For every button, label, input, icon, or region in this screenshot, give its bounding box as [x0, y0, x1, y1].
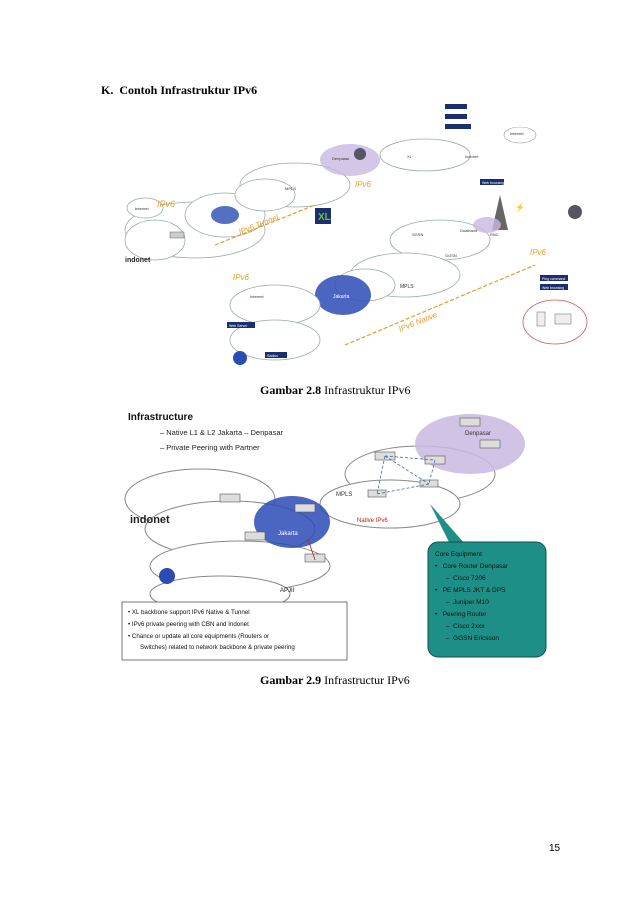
note-1: • XL backbone support IPv6 Native & Tunn…	[128, 609, 250, 616]
figure-indonet-infrastructure-diagram: Infrastructure – Native L1 & L2 Jakarta …	[121, 412, 547, 661]
ggsn-label: GGSN	[445, 253, 457, 258]
internet-right-label: Internet	[250, 294, 264, 299]
core-line-4: – Juniper M10	[435, 599, 489, 606]
denpasar-top-label: Denpasar	[332, 156, 350, 161]
rnc-label: RNC	[490, 232, 499, 237]
ping-command-label: Ping command	[542, 277, 565, 281]
jakarta-label: Jakarta	[333, 294, 350, 300]
infra-bullet-1: – Native L1 & L2 Jakarta – Denpasar	[160, 428, 284, 437]
web-browsing-box	[540, 284, 568, 290]
section-number: K.	[101, 83, 114, 97]
radius-box	[265, 352, 287, 358]
ipv6-right-label: IPv6	[530, 248, 547, 257]
core-line-6: – Cisco 2xxx	[435, 623, 485, 630]
indonet-brand: indonet	[125, 257, 151, 264]
sgsn-label: SGSN	[412, 232, 423, 237]
note-2: • IPv6 private peering with CBN and Indo…	[128, 621, 249, 628]
router-icon	[169, 231, 185, 239]
xl-cloud-label: XL	[407, 154, 413, 159]
ping-command-box	[540, 275, 568, 281]
radius-label: Radius	[267, 354, 278, 358]
internet-label: Internet	[510, 131, 524, 136]
web-browsing2-label: Web browsing	[542, 286, 564, 290]
jakarta-label: Jakarta	[278, 531, 298, 537]
native-link	[307, 538, 316, 561]
apjii-logo-small	[233, 351, 247, 365]
figure-ipv6-infrastructure-diagram: Internet IPv6 indonet IPv6 Tunnel MPLS D…	[124, 104, 588, 365]
jakarta-region	[315, 275, 371, 315]
cloud-bottom-left	[229, 284, 321, 361]
web-browsing-label: Web browsing	[482, 181, 504, 185]
core-equipment-box	[427, 541, 547, 658]
web-server-label: Web Server	[229, 324, 248, 328]
ipv6-native-line	[344, 264, 536, 346]
mpls-label: MPLS	[336, 492, 352, 498]
section-heading: K. Contoh Infrastruktur IPv6	[101, 83, 257, 98]
cloud-top-mpls	[234, 162, 351, 212]
figure2-caption-text: Infrastructur IPv6	[324, 673, 410, 687]
indonet-cloud-label: Indonet	[465, 154, 479, 159]
core-callout-pointer	[430, 504, 465, 544]
mpls-mid-label: MPLS	[400, 284, 414, 290]
section-title: Contoh Infrastruktur IPv6	[119, 83, 258, 97]
dual-mode-region	[473, 217, 501, 233]
signal-icon: ⚡	[515, 202, 525, 212]
note-4: Switches) related to network backbone & …	[140, 644, 295, 651]
top-legend-box3	[445, 124, 471, 129]
xl-logo	[315, 208, 331, 224]
denpasar-region-top	[320, 144, 380, 176]
web-browsing-box-top	[480, 179, 504, 185]
laptop-icon	[554, 313, 572, 325]
dual-mode-label: Dualband	[460, 228, 477, 233]
infra-title: Infrastructure	[128, 412, 193, 423]
figure1-caption-label: Gambar 2.8	[260, 383, 322, 397]
core-equipment-title: Core Equipment	[435, 551, 482, 558]
figure1-caption: Gambar 2.8 Infrastruktur IPv6	[260, 383, 410, 398]
note-3: • Chance or update all core equipments (…	[128, 633, 269, 640]
top-legend-box2	[445, 114, 467, 119]
core-line-5: • Peering Router	[435, 611, 487, 618]
apjii-logo	[159, 568, 175, 584]
core-line-3: • PE MPLS JKT & DPS	[435, 587, 506, 594]
internet-left-label: Internet	[135, 206, 149, 211]
cloud-top-right	[379, 138, 471, 172]
mpls-top-label: MPLS	[285, 186, 296, 191]
denpasar-label: Denpasar	[465, 431, 491, 437]
page-number: 15	[549, 843, 561, 854]
web-server-box	[227, 322, 255, 328]
jakarta-region	[254, 496, 330, 548]
indonet-brand: indonet	[130, 514, 170, 526]
figure2-caption: Gambar 2.9 Infrastructur IPv6	[260, 673, 410, 688]
internet-cloud	[503, 126, 537, 144]
xl-logo-text: XL	[318, 212, 331, 223]
mpls-dashed-links	[376, 455, 436, 495]
phone-icon	[536, 311, 546, 327]
core-line-1: • Core Router Denpasar	[435, 563, 509, 570]
core-line-2: – Cisco 7206	[435, 575, 486, 582]
user-icon-right	[568, 205, 582, 219]
infra-bullet-2: – Private Peering with Partner	[160, 443, 260, 452]
figure2-caption-label: Gambar 2.9	[260, 673, 322, 687]
core-line-7: – GGSN Ericsson	[435, 635, 499, 642]
ipv6-bottom-label: IPv6	[233, 273, 250, 282]
native-ipv6-label: Native IPv6	[357, 518, 388, 524]
ipv6-left-label: IPv6	[157, 199, 175, 209]
user-icon	[354, 148, 366, 160]
ipv6-top-label: IPv6	[355, 180, 372, 189]
router-blue-left	[211, 206, 239, 224]
figure1-caption-text: Infrastruktur IPv6	[324, 383, 411, 397]
notes-box	[121, 601, 348, 661]
top-legend-box1	[445, 104, 467, 109]
apjii-label: APJII	[280, 588, 295, 594]
